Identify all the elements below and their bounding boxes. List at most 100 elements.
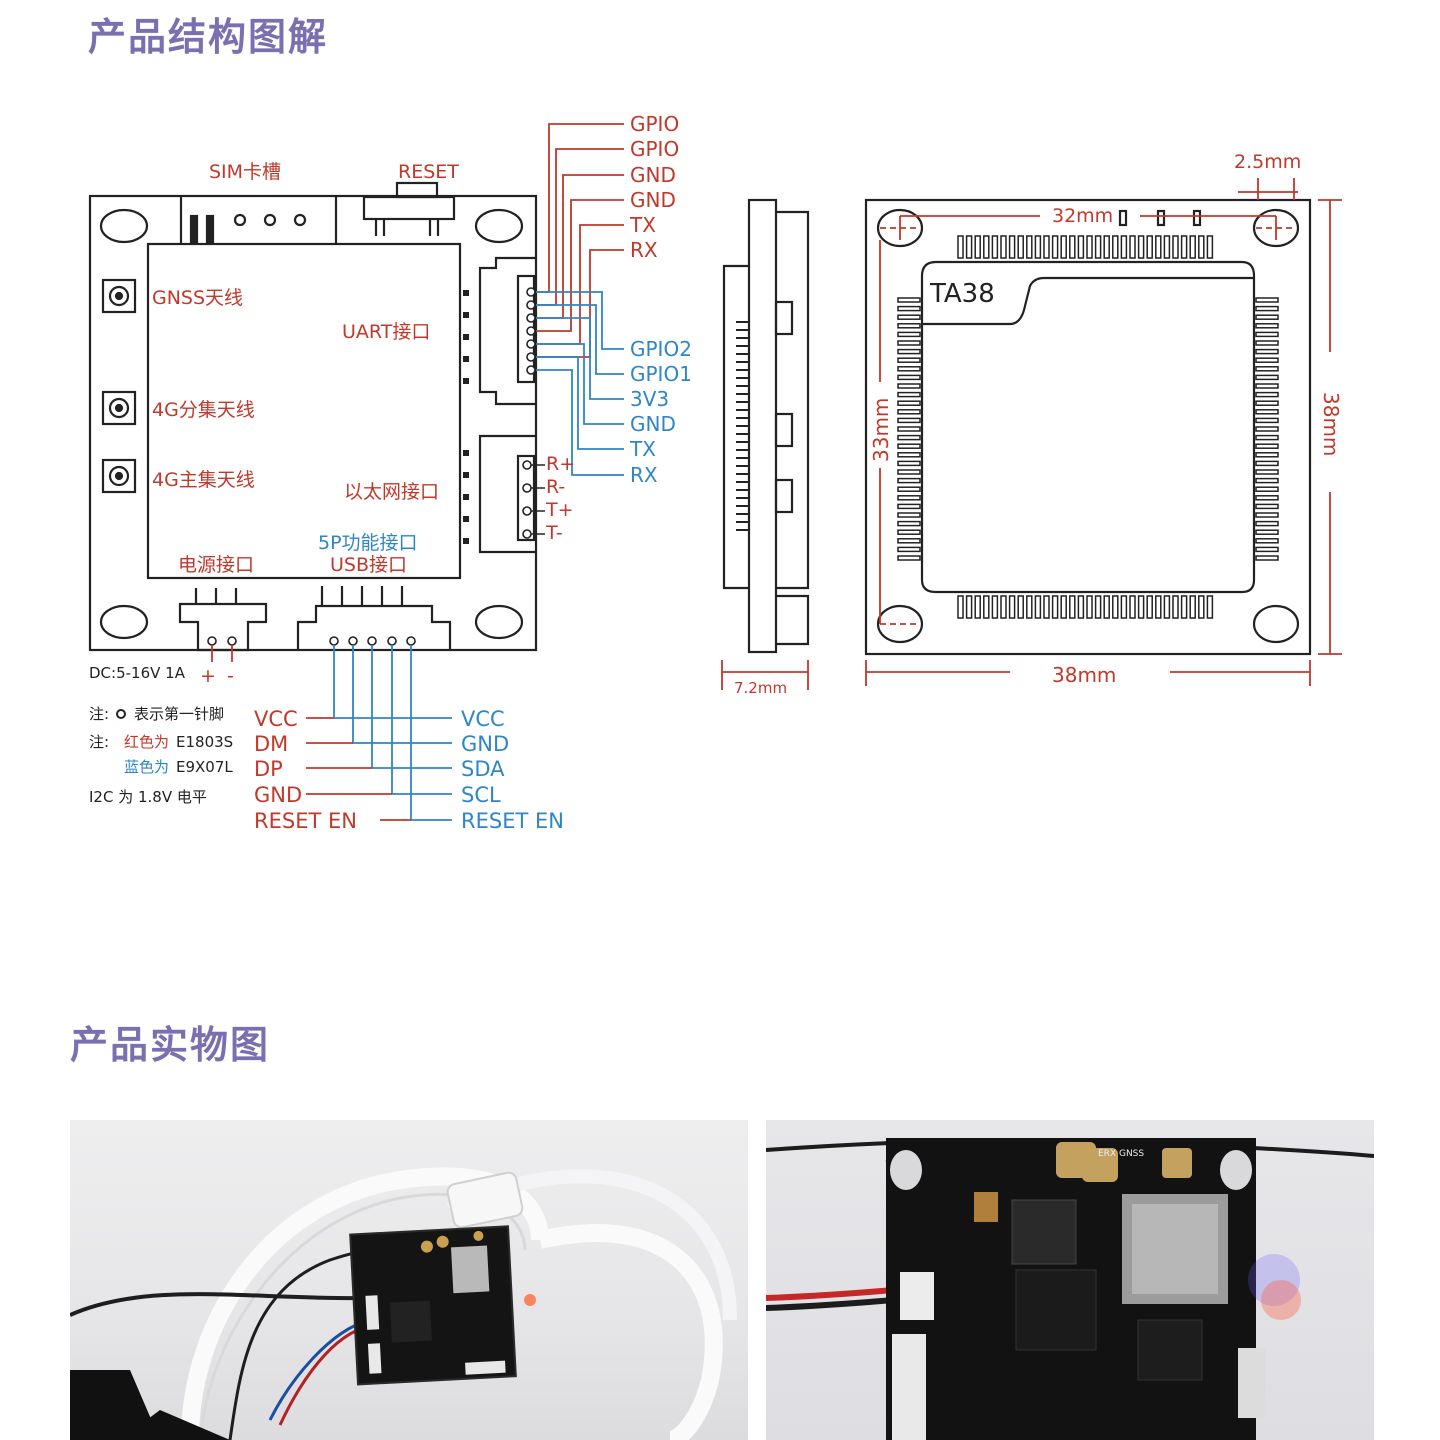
module-top-view xyxy=(864,198,1312,656)
label-reset: RESET xyxy=(398,161,459,183)
photo-silkscreen: ERX GNSS xyxy=(1098,1149,1144,1159)
note1-text: 表示第一针脚 xyxy=(134,705,224,723)
note2-prefix: 注: xyxy=(89,733,109,751)
usb-red-labels: VCC DM DP GND RESET EN xyxy=(254,707,357,833)
product-photo-left xyxy=(70,1120,748,1440)
product-photo-right: ERX GNSS xyxy=(766,1120,1374,1440)
ethernet-pin-labels: R+ R- T+ T- xyxy=(545,453,575,544)
dim-hole-spacing: 32mm xyxy=(1052,205,1113,227)
usb-blue-pin-5: RESET EN xyxy=(461,809,564,833)
uart-blue-leaders xyxy=(536,291,624,476)
note2-blue-model: E9X07L xyxy=(176,758,233,776)
side-view xyxy=(722,198,810,654)
uart-red-pin-3: GND xyxy=(630,163,676,187)
side-pins xyxy=(736,321,748,531)
uart-pin-circles xyxy=(207,287,536,646)
usb-red-pin-2: DM xyxy=(254,732,288,756)
side-module xyxy=(722,264,749,590)
label-usb-port: USB接口 xyxy=(330,554,407,576)
eth-pin-r-minus: R- xyxy=(546,476,565,498)
chip-label: TA38 xyxy=(929,279,995,309)
structure-diagram: SIM卡槽 RESET GNSS天线 UART接口 4G分集天线 4G主集天线 … xyxy=(88,112,1343,833)
chip-label-area xyxy=(922,276,1254,326)
note1-prefix: 注: xyxy=(89,705,109,723)
label-main-antenna: 4G主集天线 xyxy=(152,469,255,491)
usb-red-pin-3: DP xyxy=(254,757,283,781)
label-uart-port: UART接口 xyxy=(342,321,430,343)
mount-hole-br xyxy=(474,604,524,640)
usb-leaders xyxy=(306,645,452,821)
uart-red-pin-6: RX xyxy=(630,238,658,262)
pin1-marker-icon xyxy=(116,709,126,719)
uart-blue-pin-1: GPIO2 xyxy=(630,337,692,361)
module-dimension-lines xyxy=(865,178,1342,686)
dim-hole-offset: 2.5mm xyxy=(1234,151,1301,173)
label-diversity-antenna: 4G分集天线 xyxy=(152,399,255,421)
usb-blue-pin-1: VCC xyxy=(461,707,505,731)
usb-blue-pin-4: SCL xyxy=(461,783,501,807)
label-minus: - xyxy=(227,665,234,687)
module-outline xyxy=(864,198,1312,656)
usb-red-pin-1: VCC xyxy=(254,707,298,731)
eth-pin-r-plus: R+ xyxy=(546,453,575,475)
usb-red-pin-5: RESET EN xyxy=(254,809,357,833)
dim-inner-height: 33mm xyxy=(869,398,893,462)
main-board xyxy=(88,181,538,652)
side-board xyxy=(747,198,778,654)
ethernet-connector xyxy=(478,434,536,554)
uart-red-labels: GPIO GPIO GND GND TX RX xyxy=(629,112,679,262)
label-func-port: 5P功能接口 xyxy=(318,532,418,554)
uart-red-pin-4: GND xyxy=(630,188,676,212)
note3: I2C 为 1.8V 电平 xyxy=(89,788,207,806)
gnss-antenna-connector xyxy=(101,278,137,314)
inner-module xyxy=(146,242,462,580)
power-leaders xyxy=(211,645,233,662)
note2-red: 红色为 xyxy=(124,733,169,751)
main-antenna-connector xyxy=(101,458,137,494)
module-pins xyxy=(897,235,1279,619)
dim-side-thickness: 7.2mm xyxy=(734,679,787,697)
side-dimension xyxy=(721,660,809,690)
uart-connector xyxy=(478,256,536,406)
uart-red-leaders xyxy=(536,123,624,358)
section-title-structure: 产品结构图解 xyxy=(88,15,329,59)
note2-red-model: E1803S xyxy=(176,733,233,751)
power-spec: DC:5-16V 1A xyxy=(89,664,186,682)
dim-width: 38mm xyxy=(1052,663,1116,687)
uart-red-pin-2: GPIO xyxy=(630,137,679,161)
notes: 注: 表示第一针脚 注: 红色为 E1803S 蓝色为 E9X07L I2C 为… xyxy=(89,705,233,806)
dim-height: 38mm xyxy=(1319,392,1343,456)
note2-blue: 蓝色为 xyxy=(124,758,169,776)
eth-pin-ticks xyxy=(531,464,545,535)
uart-red-pin-1: GPIO xyxy=(630,112,679,136)
usb-red-pin-4: GND xyxy=(254,783,302,807)
label-gnss-antenna: GNSS天线 xyxy=(152,287,243,309)
usb-blue-pin-2: GND xyxy=(461,732,509,756)
mount-hole-bl xyxy=(99,604,149,640)
usb-blue-pin-3: SDA xyxy=(461,757,505,781)
uart-blue-pin-4: GND xyxy=(630,412,676,436)
label-ethernet-port: 以太网接口 xyxy=(344,481,439,503)
usb-blue-labels: VCC GND SDA SCL RESET EN xyxy=(461,707,564,833)
uart-red-pin-5: TX xyxy=(629,213,656,237)
eth-pin-t-minus: T- xyxy=(545,522,563,544)
uart-blue-pin-3: 3V3 xyxy=(630,387,669,411)
uart-blue-pin-2: GPIO1 xyxy=(630,362,692,386)
chip-outline xyxy=(920,260,1256,594)
section-title-photos: 产品实物图 xyxy=(70,1023,271,1067)
board-outline xyxy=(88,194,538,652)
eth-pin-t-plus: T+ xyxy=(545,499,574,521)
label-plus: + xyxy=(200,665,216,687)
diversity-antenna-connector xyxy=(101,390,137,426)
label-power-port: 电源接口 xyxy=(178,554,254,576)
uart-pin-dots xyxy=(463,290,469,544)
label-sim-slot: SIM卡槽 xyxy=(209,161,281,183)
mount-hole-tl xyxy=(99,208,149,244)
sim-slot-outline xyxy=(179,196,338,244)
uart-blue-labels: GPIO2 GPIO1 3V3 GND TX RX xyxy=(629,337,692,487)
uart-blue-pin-6: RX xyxy=(630,463,658,487)
power-connector xyxy=(178,602,268,652)
usb-connector xyxy=(296,604,452,650)
uart-blue-pin-5: TX xyxy=(629,437,656,461)
mount-hole-tr xyxy=(474,208,524,244)
